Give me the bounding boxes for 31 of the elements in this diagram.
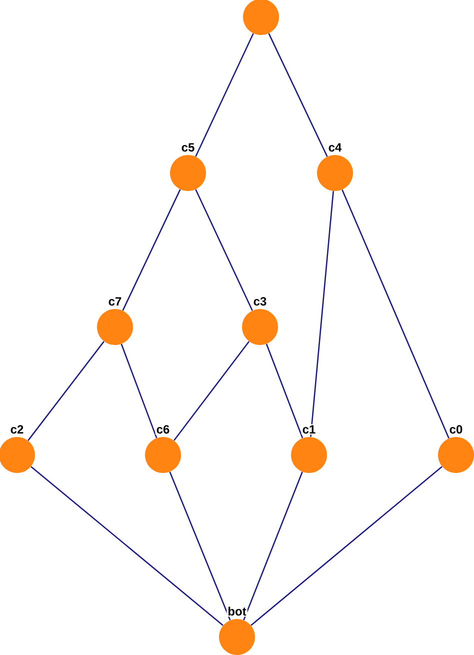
connector-line: [243, 472, 303, 620]
circle-node: [317, 155, 353, 191]
node-label: c3: [252, 296, 268, 307]
circle-node: [438, 437, 474, 473]
node-label: c0: [448, 424, 464, 435]
circle-node: [242, 309, 278, 345]
connector-line: [250, 466, 442, 626]
node-label: c4: [327, 142, 343, 153]
node-label: c7: [107, 296, 123, 307]
connector-line: [268, 33, 328, 157]
connector-line: [28, 341, 104, 441]
circle-node: [219, 619, 255, 655]
node-label: c5: [180, 142, 196, 153]
circle-node: [145, 437, 181, 473]
connector-line: [195, 33, 254, 157]
node-label: bot: [226, 606, 248, 617]
connector-line: [30, 466, 224, 626]
connector-line: [122, 189, 181, 311]
node-label: c1: [301, 424, 317, 435]
node-label: c6: [155, 424, 171, 435]
connector-line: [266, 344, 304, 438]
connector-line: [173, 341, 250, 441]
connector-line: [169, 472, 231, 620]
connector-line: [310, 191, 334, 437]
circle-node: [170, 155, 206, 191]
connector-line: [120, 344, 158, 438]
circle-node: [97, 309, 133, 345]
node-label: c2: [9, 424, 25, 435]
connector-line: [195, 189, 253, 311]
connector-line: [342, 189, 450, 439]
circle-node: [291, 437, 327, 473]
